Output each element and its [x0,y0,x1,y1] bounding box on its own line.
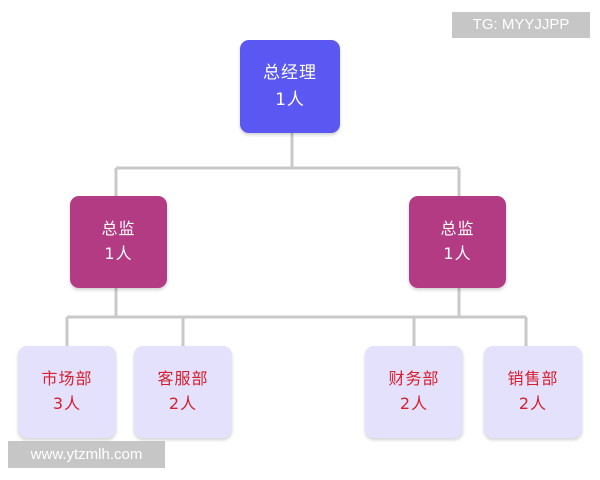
department-node-customer-service: 客服部 2人 [134,346,232,438]
department-title: 市场部 [41,369,93,389]
watermark-bottom: www.ytzmlh.com [8,441,165,468]
department-node-marketing: 市场部 3人 [18,346,116,438]
department-node-finance: 财务部 2人 [365,346,463,438]
director-count: 1人 [443,244,472,263]
director-node-right: 总监 1人 [409,196,506,288]
department-title: 客服部 [157,369,209,389]
department-count: 2人 [518,394,548,413]
director-title: 总监 [101,219,136,239]
general-manager-node: 总经理 1人 [240,40,340,133]
department-title: 财务部 [388,369,440,389]
department-count: 2人 [168,394,198,413]
director-count: 1人 [104,244,133,263]
watermark-top: TG: MYYJJPP [452,12,590,38]
general-manager-count: 1人 [275,89,305,110]
department-count: 2人 [399,394,429,413]
director-title: 总监 [440,219,475,239]
director-node-left: 总监 1人 [70,196,167,288]
department-count: 3人 [52,394,82,413]
department-title: 销售部 [507,369,559,389]
general-manager-title: 总经理 [263,63,317,84]
department-node-sales: 销售部 2人 [484,346,582,438]
